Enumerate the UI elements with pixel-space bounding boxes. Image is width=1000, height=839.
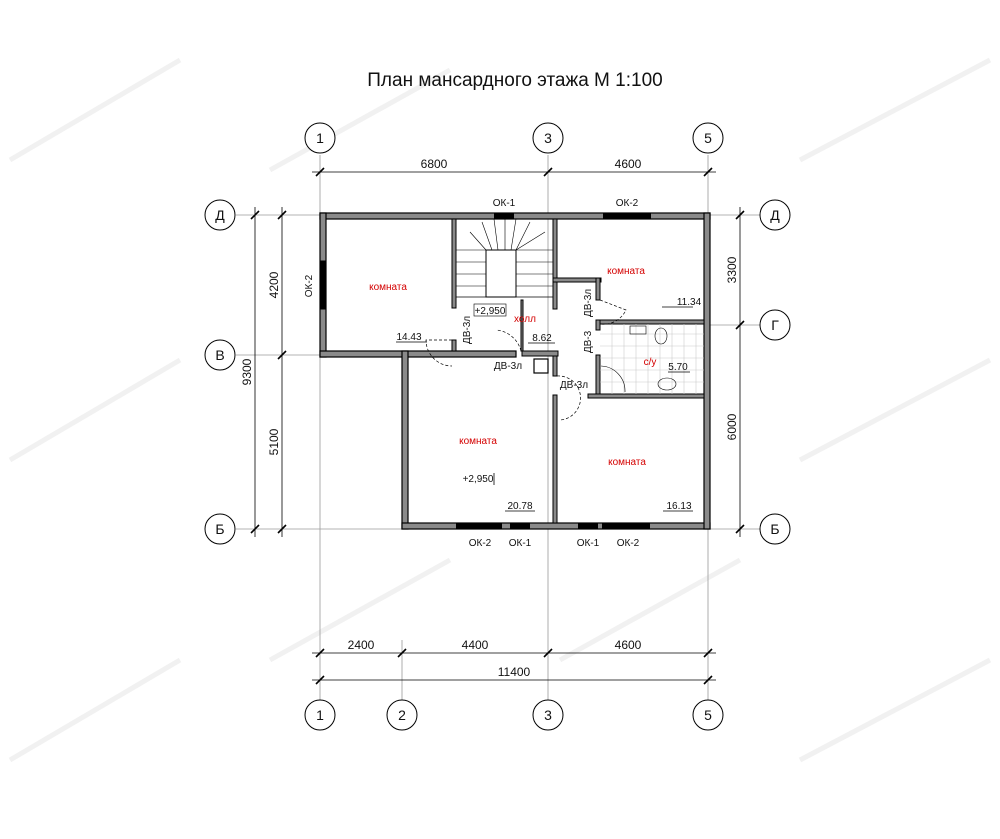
axis-label-bottom-2: 2 bbox=[398, 707, 406, 723]
axis-label-top-5: 5 bbox=[704, 130, 712, 146]
bathroom-fixtures bbox=[533, 324, 704, 394]
room-name-3: холл bbox=[514, 314, 536, 325]
window-label-bottom-4: ОК-2 bbox=[617, 538, 640, 549]
window-label-bottom-3: ОК-1 bbox=[577, 538, 600, 549]
door-label-2: ДВ-3л bbox=[494, 361, 522, 372]
level-mark-hall: +2,950 bbox=[475, 306, 506, 317]
room-area-2: 11.34 bbox=[677, 297, 702, 308]
door-label-5: ДВ-3л bbox=[560, 380, 588, 391]
dim-right-1: 3300 bbox=[725, 256, 739, 283]
door-label-3: ДВ-3л bbox=[583, 289, 594, 317]
door-label-1: ДВ-3л bbox=[462, 316, 473, 344]
axis-label-right-b: Б bbox=[770, 521, 779, 537]
dim-top-1: 6800 bbox=[421, 157, 448, 171]
room-area-6: 16.13 bbox=[666, 501, 691, 512]
room-name-1: комната bbox=[369, 282, 407, 293]
axis-label-right-g: Г bbox=[771, 317, 779, 333]
windows bbox=[319, 213, 651, 529]
door-label-4: ДВ-3 bbox=[583, 330, 594, 353]
window-label-top-1: ОК-1 bbox=[493, 198, 516, 209]
dim-right-2: 6000 bbox=[725, 413, 739, 440]
room-name-4: с/у bbox=[644, 357, 657, 368]
axis-label-right-d: Д bbox=[770, 207, 780, 223]
window-label-bottom-1: ОК-2 bbox=[469, 538, 492, 549]
axis-label-bottom-5: 5 bbox=[704, 707, 712, 723]
axis-label-left-d: Д bbox=[215, 207, 225, 223]
grid-axes bbox=[236, 155, 760, 700]
room-name-5: комната bbox=[459, 436, 497, 447]
dim-bottom-3: 4600 bbox=[615, 638, 642, 652]
dim-top-2: 4600 bbox=[615, 157, 642, 171]
axis-label-bottom-1: 1 bbox=[316, 707, 324, 723]
room-area-5: 20.78 bbox=[507, 501, 532, 512]
watermark bbox=[8, 57, 992, 763]
room-area-3: 8.62 bbox=[532, 333, 552, 344]
staircase bbox=[456, 218, 553, 298]
axis-label-top-3: 3 bbox=[544, 130, 552, 146]
room-area-4: 5.70 bbox=[668, 362, 688, 373]
dim-left-1: 4200 bbox=[267, 271, 281, 298]
axis-label-left-v: В bbox=[215, 347, 224, 363]
dim-bottom-total: 11400 bbox=[498, 665, 531, 679]
dim-bottom-1: 2400 bbox=[348, 638, 375, 652]
plan-title: План мансардного этажа М 1:100 bbox=[367, 70, 662, 91]
room-name-2: комната bbox=[607, 266, 645, 277]
room-name-6: комната bbox=[608, 457, 646, 468]
level-mark-room: +2,950 bbox=[463, 474, 494, 485]
axis-label-top-1: 1 bbox=[316, 130, 324, 146]
axis-label-bottom-3: 3 bbox=[544, 707, 552, 723]
dimension-lines bbox=[250, 167, 745, 685]
window-label-left: ОК-2 bbox=[304, 274, 315, 297]
window-label-top-2: ОК-2 bbox=[616, 198, 639, 209]
window-label-bottom-2: ОК-1 bbox=[509, 538, 532, 549]
room-area-1: 14.43 bbox=[396, 332, 421, 343]
dim-bottom-2: 4400 bbox=[462, 638, 489, 652]
axis-bubbles bbox=[204, 122, 791, 731]
dim-left-2: 5100 bbox=[267, 428, 281, 455]
dim-left-total: 9300 bbox=[240, 358, 254, 385]
door-swings bbox=[425, 299, 627, 421]
axis-label-left-b: Б bbox=[215, 521, 224, 537]
